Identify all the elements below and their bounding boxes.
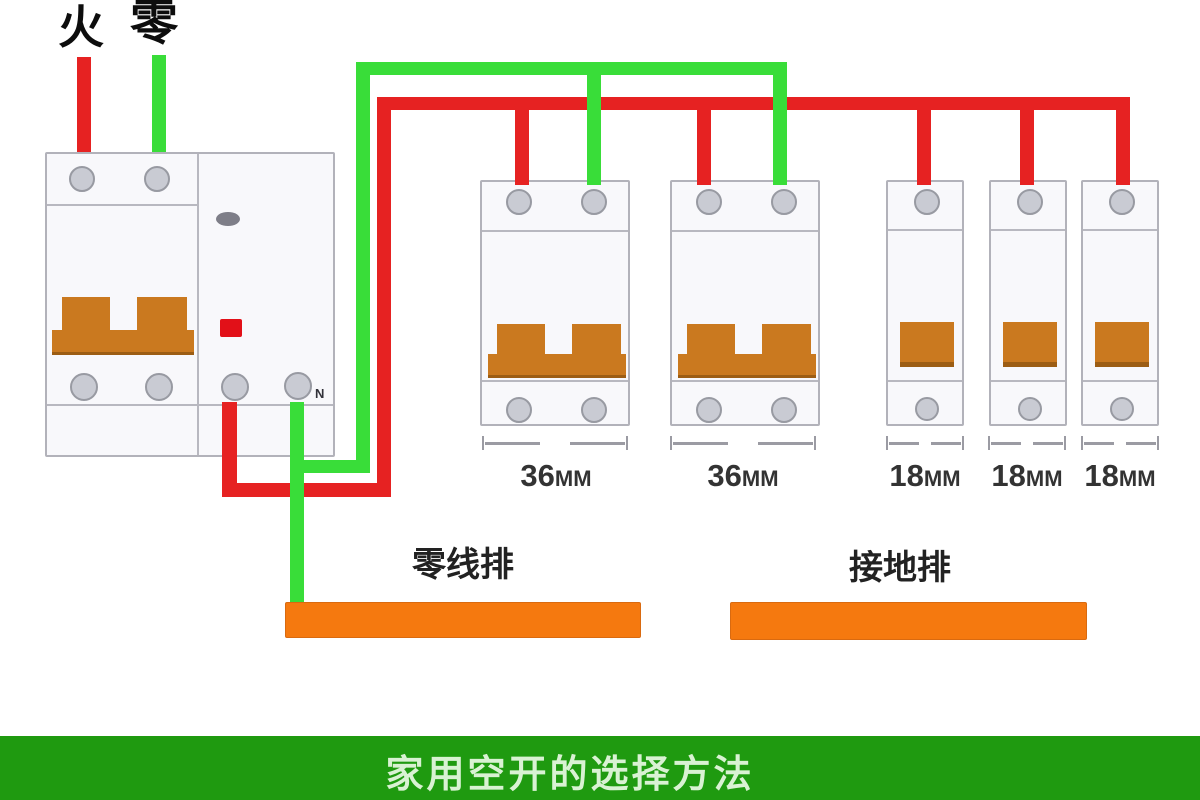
breaker-handle-bar: [488, 354, 626, 378]
terminal-screw: [914, 189, 940, 215]
dimension-line-1pole-1: [886, 436, 964, 450]
bottom-section-line: [991, 380, 1065, 382]
neutral-busbar: [285, 602, 641, 638]
terminal-screw: [506, 397, 532, 423]
bottom-section-line: [888, 380, 962, 382]
terminal-screw: [1017, 189, 1043, 215]
terminal-screw: [70, 373, 98, 401]
breaker-handle-tab: [62, 297, 110, 331]
terminal-screw: [284, 372, 312, 400]
main-rcd-breaker: N: [45, 152, 335, 457]
ground-busbar-label: 接地排: [849, 549, 951, 587]
top-section-line: [991, 229, 1065, 231]
breaker-handle-tab: [687, 324, 735, 355]
width-label-1pole-2: 18MM: [991, 458, 1063, 493]
live-drop-1pole-3-wire: [1116, 104, 1130, 185]
live-bottom-run-wire: [222, 483, 391, 497]
terminal-screw: [221, 373, 249, 401]
breaker-handle-tab: [137, 297, 187, 331]
dimension-line-1pole-2: [988, 436, 1066, 450]
top-section-line: [47, 204, 197, 206]
bottom-section-line: [1083, 380, 1157, 382]
terminal-screw: [696, 397, 722, 423]
bottom-section-line: [47, 404, 333, 406]
bottom-section-line: [482, 380, 628, 382]
breaker-1pole-2: [989, 180, 1067, 426]
width-label-2pole-2: 36MM: [707, 458, 779, 493]
dimension-line-2pole-1: [482, 436, 628, 450]
terminal-screw: [145, 373, 173, 401]
breaker-handle: [1003, 322, 1057, 367]
neutral-drop-2pole-1-wire: [587, 68, 601, 185]
banner-title-text: 家用空开的选择方法: [385, 753, 755, 796]
live-drop-2pole-2-wire: [697, 104, 711, 185]
n-terminal-label: N: [315, 386, 325, 401]
breaker-handle-bar: [678, 354, 816, 378]
terminal-screw: [696, 189, 722, 215]
breaker-handle-tab: [572, 324, 621, 355]
neutral-output-drop-wire: [290, 402, 304, 602]
neutral-branch-run-wire: [296, 460, 370, 473]
ground-busbar: [730, 602, 1087, 640]
trip-indicator: [220, 319, 242, 337]
terminal-screw: [771, 397, 797, 423]
terminal-screw: [581, 397, 607, 423]
neutral-wire-label: 零: [130, 0, 179, 50]
top-section-line: [888, 229, 962, 231]
live-input-stub-wire: [77, 57, 91, 152]
top-section-line: [482, 230, 628, 232]
breaker-handle-tab: [762, 324, 811, 355]
terminal-screw: [1110, 397, 1134, 421]
pole-divider-line: [197, 154, 199, 455]
breaker-1pole-3: [1081, 180, 1159, 426]
width-label-1pole-3: 18MM: [1084, 458, 1156, 493]
terminal-screw: [144, 166, 170, 192]
live-feed-bus-wire: [377, 97, 1130, 110]
live-drop-1pole-1-wire: [917, 104, 931, 185]
breaker-2pole-1: [480, 180, 630, 426]
live-output-drop-wire: [222, 402, 237, 497]
neutral-feed-bus-wire: [356, 62, 787, 75]
live-wire-label: 火: [58, 1, 104, 53]
neutral-busbar-label: 零线排: [412, 546, 514, 584]
terminal-screw: [69, 166, 95, 192]
width-label-2pole-1: 36MM: [520, 458, 592, 493]
neutral-riser-wire: [356, 62, 370, 473]
breaker-1pole-1: [886, 180, 964, 426]
test-button-oval: [216, 212, 240, 226]
neutral-input-stub-wire: [152, 55, 166, 152]
breaker-handle: [1095, 322, 1149, 367]
terminal-screw: [1018, 397, 1042, 421]
top-section-line: [1083, 229, 1157, 231]
live-riser-wire: [377, 97, 391, 497]
bottom-section-line: [672, 380, 818, 382]
title-banner: 家用空开的选择方法: [0, 736, 1200, 800]
dimension-line-1pole-3: [1081, 436, 1159, 450]
terminal-screw: [1109, 189, 1135, 215]
breaker-2pole-2: [670, 180, 820, 426]
top-section-line: [672, 230, 818, 232]
neutral-drop-2pole-2-wire: [773, 68, 787, 185]
breaker-handle-tab: [497, 324, 545, 355]
breaker-handle-bar: [52, 330, 194, 355]
dimension-line-2pole-2: [670, 436, 816, 450]
live-drop-1pole-2-wire: [1020, 104, 1034, 185]
terminal-screw: [581, 189, 607, 215]
terminal-screw: [506, 189, 532, 215]
live-drop-2pole-1-wire: [515, 104, 529, 185]
terminal-screw: [915, 397, 939, 421]
breaker-handle: [900, 322, 954, 367]
width-label-1pole-1: 18MM: [889, 458, 961, 493]
terminal-screw: [771, 189, 797, 215]
